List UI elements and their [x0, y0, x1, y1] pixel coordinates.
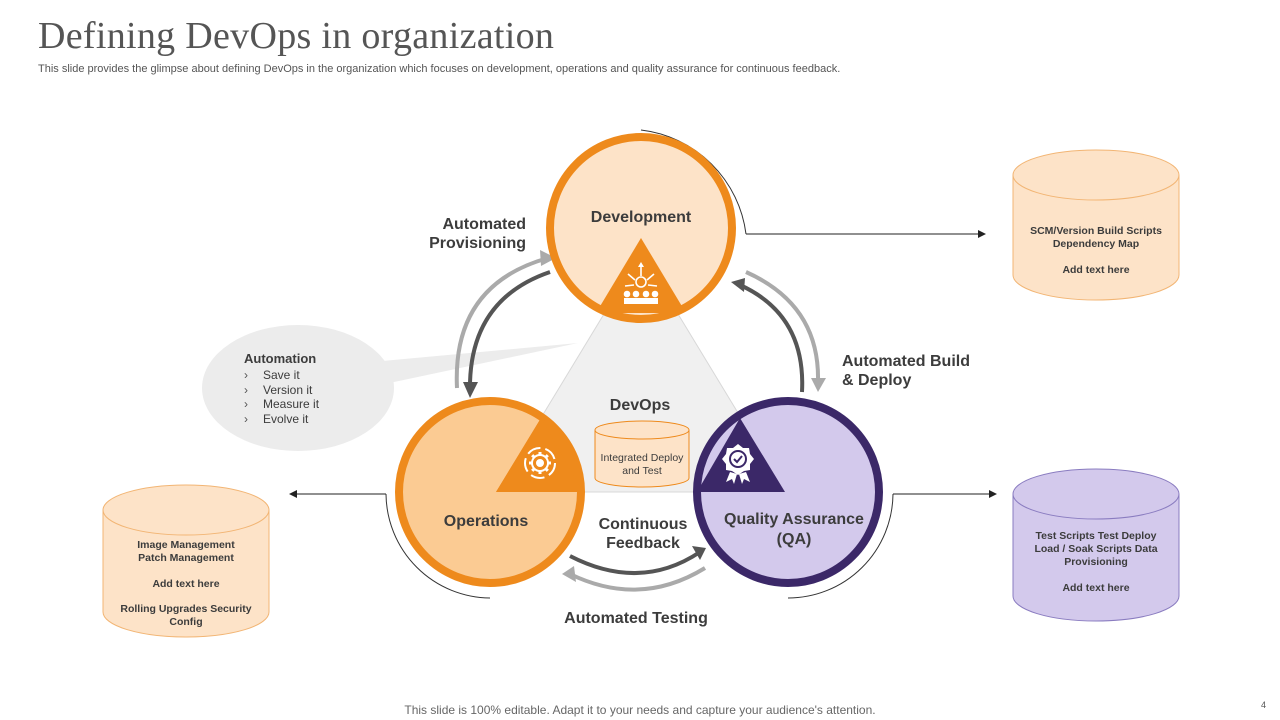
devops-triangle — [495, 252, 787, 493]
automation-list: Automation ›Save it ›Version it ›Measure… — [244, 351, 319, 426]
testing-cycle-arrows — [562, 546, 707, 592]
integrated-deploy-cylinder — [594, 420, 690, 488]
qa-circle — [693, 397, 883, 587]
list-item: ›Evolve it — [244, 411, 309, 426]
team-network-icon — [623, 262, 659, 304]
automated-build-deploy-label: Automated Build & Deploy — [842, 353, 970, 389]
list-item: ›Version it — [244, 382, 313, 397]
list-item: ›Measure it — [244, 397, 320, 411]
development-label: Development — [590, 209, 692, 226]
development-circle — [546, 133, 736, 323]
chevron-right-icon: › — [244, 411, 248, 426]
slide-title: Defining DevOps in organization — [38, 15, 555, 57]
chevron-right-icon: › — [244, 368, 248, 382]
provisioning-cycle-arrows — [454, 250, 556, 398]
chevron-right-icon: › — [244, 397, 248, 411]
chevron-right-icon: › — [244, 382, 248, 397]
continuous-feedback-label: Continuous Feedback — [598, 516, 688, 552]
qa-label: Quality Assurance (QA) — [724, 511, 864, 548]
development-cylinder — [1012, 149, 1180, 301]
operations-cylinder — [102, 484, 270, 638]
operations-circle — [395, 397, 585, 587]
development-cylinder-text: SCM/Version Build Scripts Dependency Map… — [1030, 225, 1162, 276]
slide-subtitle: This slide provides the glimpse about de… — [38, 63, 841, 75]
qa-cylinder — [1012, 468, 1180, 622]
automated-provisioning-label: Automated Provisioning — [429, 216, 526, 252]
quality-badge-icon — [722, 444, 754, 484]
operations-label: Operations — [443, 513, 529, 530]
automation-heading: Automation — [244, 351, 317, 366]
page-number: 4 — [1260, 700, 1266, 710]
dev-outer-arc — [640, 129, 747, 235]
qa-cylinder-text: Test Scripts Test Deploy Load / Soak Scr… — [1034, 530, 1158, 594]
devops-label: DevOps — [609, 397, 671, 414]
list-item: ›Save it — [244, 368, 300, 382]
slide-footer: This slide is 100% editable. Adapt it to… — [404, 703, 876, 717]
build-deploy-cycle-arrows — [731, 270, 826, 393]
automation-bubble — [202, 325, 578, 451]
automated-testing-label: Automated Testing — [564, 610, 708, 627]
qa-outer-arc — [787, 493, 894, 599]
integrated-deploy-text: Integrated Deploy and Test — [600, 452, 684, 477]
ops-outer-arc — [385, 493, 491, 599]
gear-cycle-icon — [524, 447, 556, 479]
operations-cylinder-text: Image Management Patch Management Add te… — [120, 539, 252, 628]
